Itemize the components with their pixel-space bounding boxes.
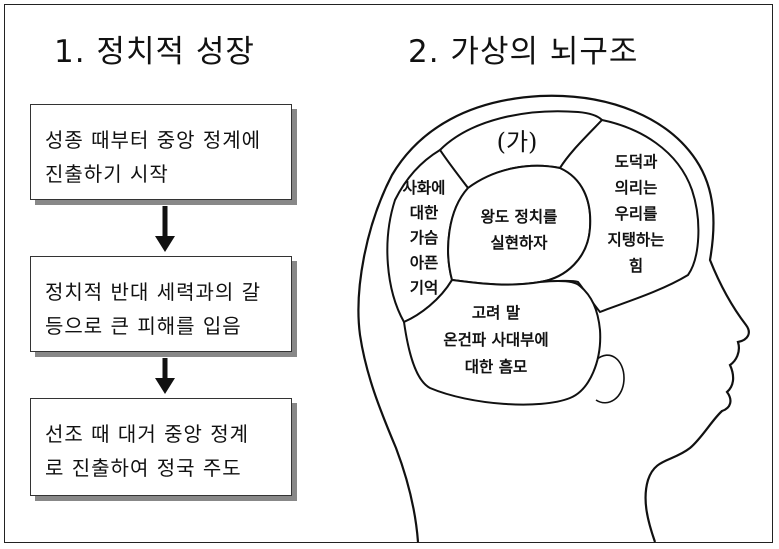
- step-3-line-2: 로 진출하여 정국 주도: [45, 456, 242, 480]
- figure-frame: [4, 4, 773, 543]
- region-left-line-1: 사화에: [403, 178, 446, 197]
- flow-arrow-2: [155, 358, 175, 394]
- panel-1-title: 1. 정치적 성장: [54, 34, 255, 70]
- region-right-line-2: 의리는: [615, 179, 658, 197]
- step-1-line-1: 성종 때부터 중앙 정계에: [45, 128, 262, 152]
- region-left-line-3: 가슴: [410, 229, 439, 247]
- region-top-label: (가): [497, 128, 538, 156]
- step-box-3: 선조 때 대거 중앙 정계 로 진출하여 정국 주도: [30, 398, 292, 496]
- ear: [595, 354, 625, 404]
- region-left-text: 사화에 대한 가슴 아픈 기억: [403, 178, 446, 297]
- region-right-line-4: 지탱하는: [607, 231, 664, 249]
- region-bottom-line-3: 대한 흠모: [465, 357, 527, 376]
- region-right-line-5: 힘: [629, 257, 643, 275]
- region-bottom-goryeo: [402, 278, 602, 406]
- region-left-line-5: 기억: [410, 278, 439, 297]
- step-box-1: 성종 때부터 중앙 정계에 진출하기 시작: [30, 104, 292, 200]
- step-2-line-1: 정치적 반대 세력과의 갈: [45, 280, 262, 304]
- panel-2-title: 2. 가상의 뇌구조: [408, 34, 639, 70]
- region-bottom-line-1: 고려 말: [472, 303, 521, 322]
- step-box-2: 정치적 반대 세력과의 갈 등으로 큰 피해를 입음: [30, 256, 292, 352]
- region-center-text: 왕도 정치를 실현하자: [481, 208, 558, 252]
- region-center-line-2: 실현하자: [490, 233, 548, 252]
- region-center-line-1: 왕도 정치를: [481, 208, 558, 226]
- region-right-text: 도덕과 의리는 우리를 지탱하는 힘: [607, 153, 664, 275]
- region-bottom-line-2: 온건파 사대부에: [443, 331, 548, 349]
- flow-arrow-1: [155, 206, 175, 252]
- region-right-line-1: 도덕과: [615, 153, 659, 171]
- region-right-line-3: 우리를: [615, 205, 658, 223]
- step-2-line-2: 등으로 큰 피해를 입음: [45, 314, 242, 338]
- step-3-line-1: 선조 때 대거 중앙 정계: [45, 422, 250, 446]
- region-left-line-4: 아픈: [410, 254, 439, 272]
- step-1-line-2: 진출하기 시작: [45, 162, 169, 186]
- region-left-line-2: 대한: [410, 203, 439, 222]
- region-bottom-text: 고려 말 온건파 사대부에 대한 흠모: [443, 303, 548, 376]
